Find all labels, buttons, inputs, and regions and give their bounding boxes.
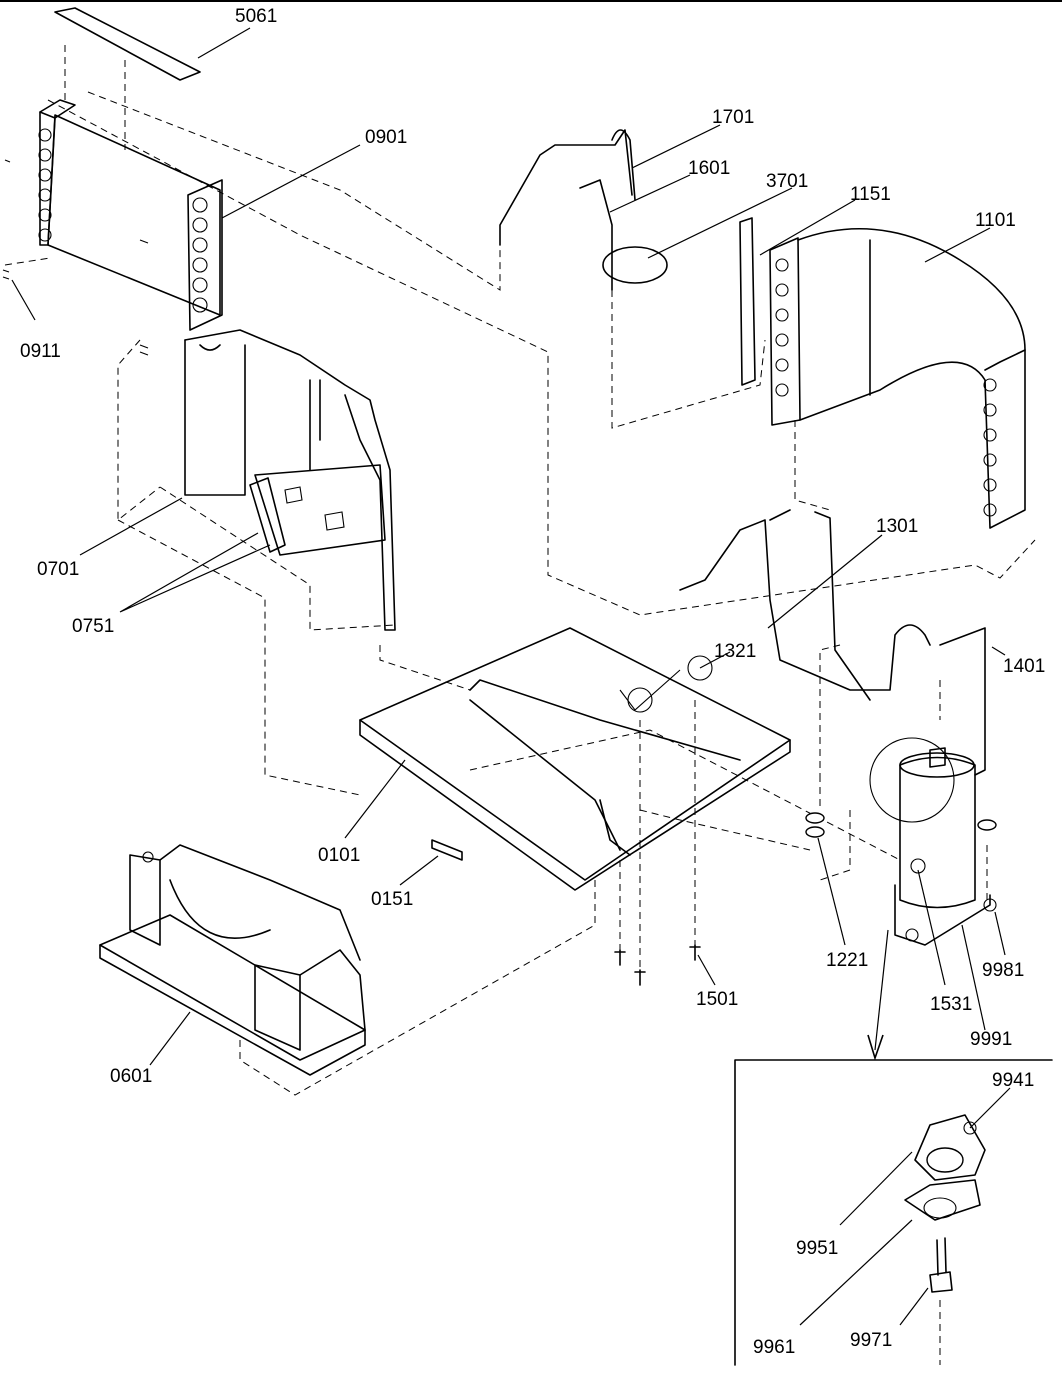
label-1221: 1221 bbox=[826, 950, 868, 971]
part-0701-shroud bbox=[184, 329, 396, 631]
label-1101: 1101 bbox=[975, 210, 1016, 231]
label-1501: 1501 bbox=[696, 989, 738, 1010]
label-1401: 1401 bbox=[1003, 656, 1045, 677]
part-9991-compressor bbox=[869, 737, 997, 946]
label-1531: 1531 bbox=[930, 994, 972, 1015]
label-9951: 9951 bbox=[796, 1238, 838, 1259]
label-9971: 9971 bbox=[850, 1330, 892, 1351]
assembly-dashed-lines bbox=[4, 45, 1036, 1365]
label-3701: 3701 bbox=[766, 171, 808, 192]
leader-lines bbox=[11, 27, 1011, 1326]
part-0151-bracket bbox=[431, 839, 463, 861]
label-9981: 9981 bbox=[982, 960, 1024, 981]
inset-detail-box bbox=[734, 929, 1053, 1366]
label-1701: 1701 bbox=[712, 107, 754, 128]
part-0601-fan-housing bbox=[99, 844, 366, 1076]
label-5061: 5061 bbox=[235, 6, 277, 27]
label-0901: 0901 bbox=[365, 127, 407, 148]
label-1601: 1601 bbox=[688, 158, 730, 179]
label-1301: 1301 bbox=[876, 516, 918, 537]
label-1321: 1321 bbox=[714, 641, 756, 662]
part-1501-screws bbox=[614, 944, 701, 986]
part-labels: 5061 0901 0911 1701 1601 3701 1151 1101 … bbox=[20, 6, 1045, 1358]
part-1701-1601-3701-tubes bbox=[499, 129, 668, 291]
label-0911: 0911 bbox=[20, 341, 61, 362]
part-1221-grommets bbox=[805, 812, 997, 838]
label-9961: 9961 bbox=[753, 1337, 795, 1358]
label-9941: 9941 bbox=[992, 1070, 1034, 1091]
part-0101-base-pan bbox=[359, 627, 791, 891]
label-9991: 9991 bbox=[970, 1029, 1012, 1050]
label-1151: 1151 bbox=[850, 184, 891, 205]
part-5061-top-bar bbox=[54, 7, 201, 81]
label-0101: 0101 bbox=[318, 845, 360, 866]
part-0901-condenser-coil bbox=[2, 99, 223, 356]
label-0701: 0701 bbox=[37, 559, 79, 580]
label-0751: 0751 bbox=[72, 616, 114, 637]
label-0151: 0151 bbox=[371, 889, 413, 910]
part-1101-1151-evaporator bbox=[739, 217, 1026, 529]
label-0601: 0601 bbox=[110, 1066, 152, 1087]
part-1301-tubing bbox=[679, 509, 986, 776]
